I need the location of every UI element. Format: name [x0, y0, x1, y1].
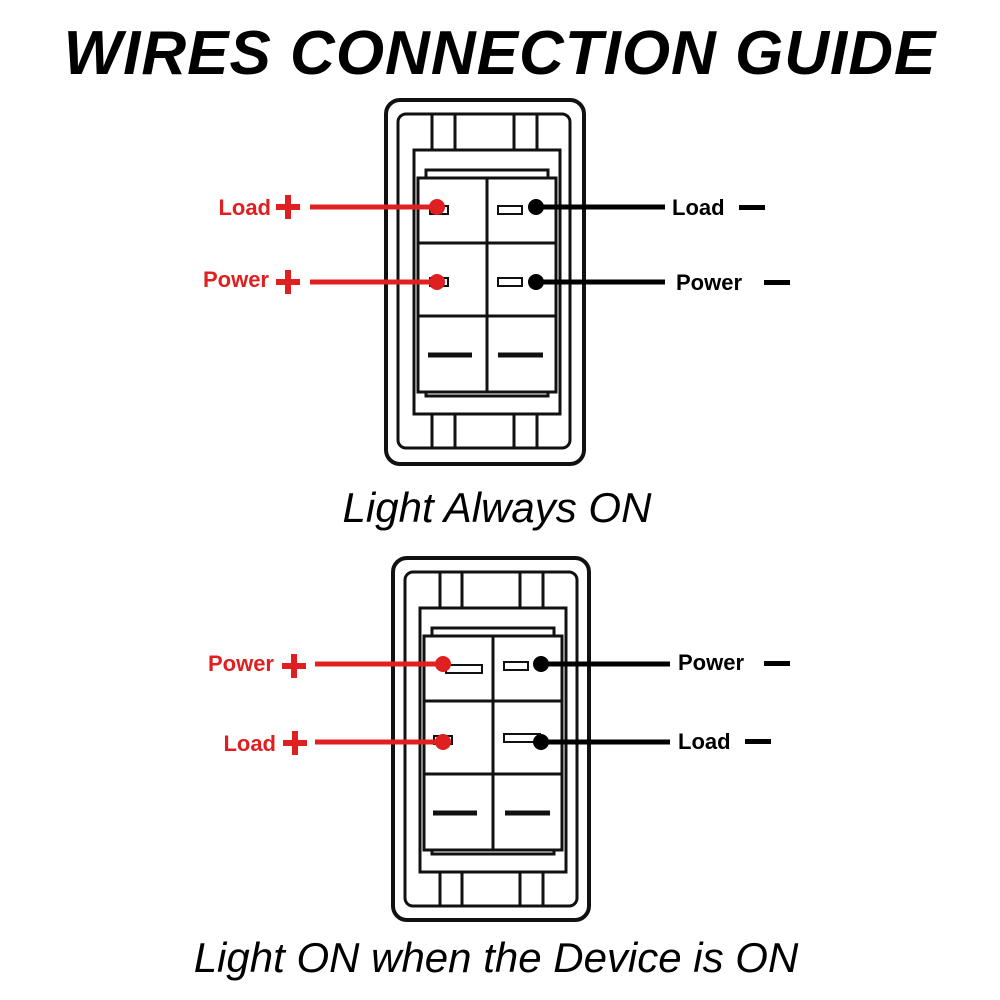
label-load-negative: Load	[672, 195, 725, 220]
positive-wire-power	[310, 274, 445, 290]
label-load-positive: Load	[218, 195, 271, 220]
page-title: WIRES CONNECTION GUIDE	[63, 19, 937, 88]
caption-light-on-when-device-on: Light ON when the Device is ON	[194, 934, 799, 981]
label-power-negative: Power	[676, 270, 742, 295]
label-power-positive: Power	[208, 651, 274, 676]
plus-icon	[276, 195, 300, 219]
negative-wire-load	[528, 199, 665, 215]
label-load-positive: Load	[223, 731, 276, 756]
positive-wire-load	[315, 734, 451, 750]
plus-icon	[283, 731, 307, 755]
minus-icon	[739, 205, 765, 210]
minus-icon	[745, 739, 771, 744]
rocker-switch-body	[391, 556, 591, 922]
negative-wire-load	[533, 734, 670, 750]
positive-wire-load	[310, 199, 445, 215]
positive-wire-power	[315, 656, 451, 672]
switch-diagram-always-on: Load Power Load Power Light Always ON	[203, 98, 790, 531]
label-load-negative: Load	[678, 729, 731, 754]
negative-wire-power	[528, 274, 665, 290]
minus-icon	[764, 280, 790, 285]
plus-icon	[276, 270, 300, 294]
minus-icon	[764, 661, 790, 666]
label-power-negative: Power	[678, 650, 744, 675]
switch-diagram-device-on: Power Load Power Load Light ON when the …	[194, 556, 799, 981]
label-power-positive: Power	[203, 267, 269, 292]
caption-light-always-on: Light Always ON	[343, 484, 653, 531]
plus-icon	[282, 654, 306, 678]
negative-wire-power	[533, 656, 670, 672]
